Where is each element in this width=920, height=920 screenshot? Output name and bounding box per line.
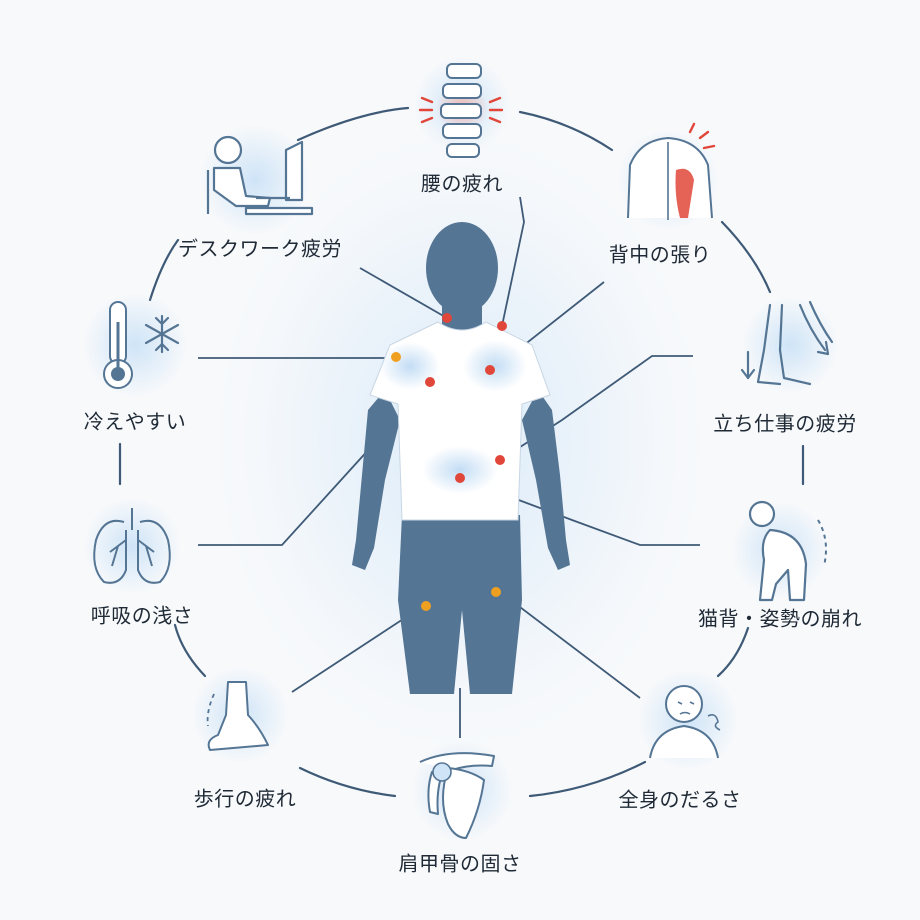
label-lower-back: 腰の疲れ xyxy=(421,171,503,196)
dot-neck-left xyxy=(442,313,452,323)
label-cold: 冷えやすい xyxy=(83,409,187,434)
label-shoulder-blade: 肩甲骨の固さ xyxy=(398,851,522,876)
outer-ring xyxy=(118,106,805,798)
hunched-posture-icon xyxy=(732,500,828,602)
label-posture: 猫背・姿勢の崩れ xyxy=(698,606,862,631)
label-standing-work: 立ち仕事の疲労 xyxy=(713,411,857,436)
dot-knee-left xyxy=(421,601,431,611)
legs-icon xyxy=(740,297,838,393)
label-walking: 歩行の疲れ xyxy=(193,786,297,811)
dot-side xyxy=(495,455,505,465)
lungs-icon xyxy=(84,498,180,594)
pain-dots xyxy=(391,313,507,611)
dot-knee-right xyxy=(491,587,501,597)
desk-worker-icon xyxy=(200,125,314,235)
label-desk-work: デスクワーク疲労 xyxy=(178,236,342,261)
label-back-tension: 背中の張り xyxy=(608,242,712,267)
foot-icon xyxy=(192,667,288,763)
back-muscle-icon xyxy=(618,122,718,230)
label-whole-body: 全身のだるさ xyxy=(618,787,742,812)
thermometer-snowflake-icon xyxy=(83,293,187,397)
label-breathing: 呼吸の浅さ xyxy=(90,603,194,628)
scapula-icon xyxy=(412,740,512,840)
dot-chest-right xyxy=(485,365,495,375)
dot-abdomen xyxy=(455,473,465,483)
dot-neck-right xyxy=(497,321,507,331)
dot-shoulder-left xyxy=(391,352,401,362)
human-figure xyxy=(352,222,570,694)
dot-chest-left xyxy=(425,377,435,387)
spine-icon xyxy=(414,57,510,158)
tired-person-icon xyxy=(638,670,738,770)
